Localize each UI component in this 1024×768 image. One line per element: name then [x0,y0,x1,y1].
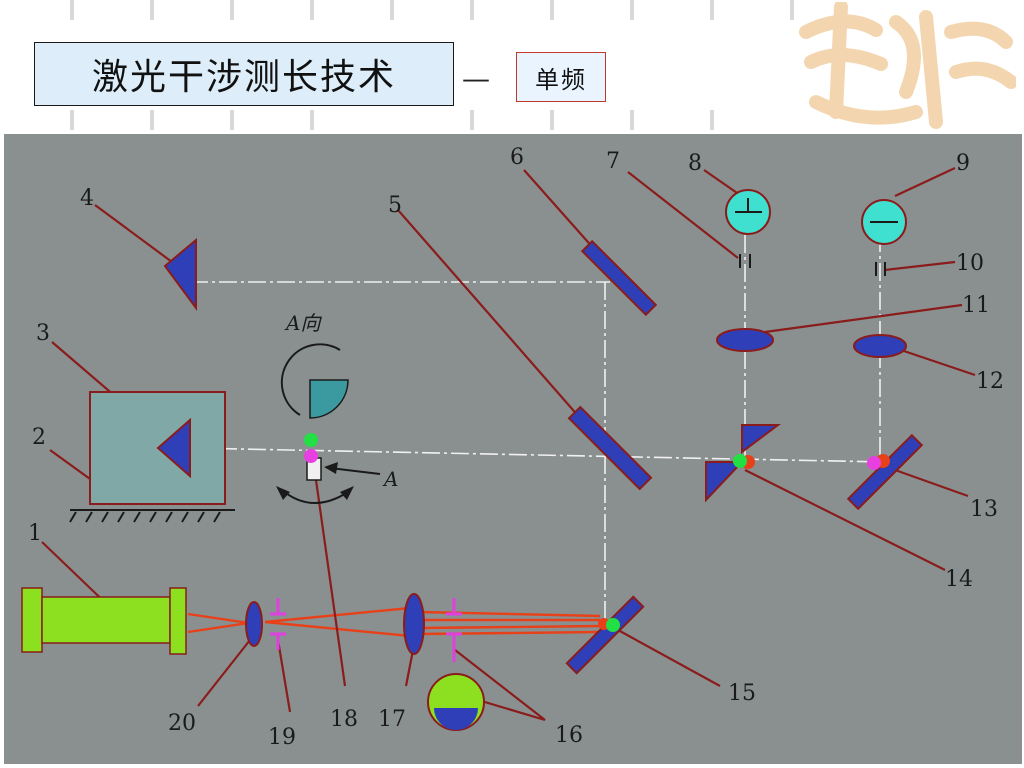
label-4: 4 [80,186,94,211]
beam-splitter [567,405,653,491]
photodetector-9 [861,199,907,245]
arrow-a-label: A [382,467,398,491]
label-2: 2 [32,425,46,450]
beam-markers [304,433,890,632]
interferometer-diagram: 1 2 3 4 5 6 7 8 9 10 11 12 13 14 15 16 1… [21,145,1004,750]
moving-prism [156,417,191,479]
label-5: 5 [388,193,402,218]
calligraphy-watermark [799,2,1016,129]
label-11: 11 [962,293,990,318]
aperture-7 [739,254,751,268]
laser-tube [21,587,187,655]
mirror-bottom [565,595,645,675]
label-15: 15 [728,681,756,706]
prism-pair-lower [705,461,745,503]
label-18: 18 [330,707,358,732]
diagram-panel: 1 2 3 4 5 6 7 8 9 10 11 12 13 14 15 16 1… [4,134,1022,764]
ground-hatch [69,509,235,523]
label-12: 12 [976,369,1004,394]
label-19: 19 [268,725,296,750]
label-7: 7 [606,149,620,174]
label-6: 6 [510,145,524,170]
photodetector-8 [725,189,771,235]
lens-20 [245,601,263,647]
label-20: 20 [168,711,196,736]
beam-paths [189,205,886,625]
lens-17 [403,593,425,655]
label-17: 17 [378,707,406,732]
label-9: 9 [956,151,970,176]
a-direction-view [276,343,381,504]
label-13: 13 [970,497,998,522]
slide-title: 激光干涉测长技术 [34,42,454,106]
aperture-face-view [427,673,485,731]
aperture-16 [446,598,462,662]
background-stripes [70,0,794,130]
splitter-right [846,433,924,511]
title-dash: — [462,62,490,95]
slide-subtitle: 单频 [516,52,606,102]
label-3: 3 [36,321,50,346]
reference-prism [163,237,197,312]
direction-label: A向 [284,311,322,335]
lens-12 [853,334,907,358]
label-10: 10 [956,251,984,276]
mirror-top [580,239,658,317]
aperture-10 [875,262,886,276]
lens-11 [716,328,774,352]
aperture-19 [270,598,286,650]
label-16: 16 [555,723,583,748]
label-8: 8 [688,151,702,176]
prism-pair-upper [741,424,781,454]
label-1: 1 [28,521,42,546]
label-14: 14 [945,567,973,592]
